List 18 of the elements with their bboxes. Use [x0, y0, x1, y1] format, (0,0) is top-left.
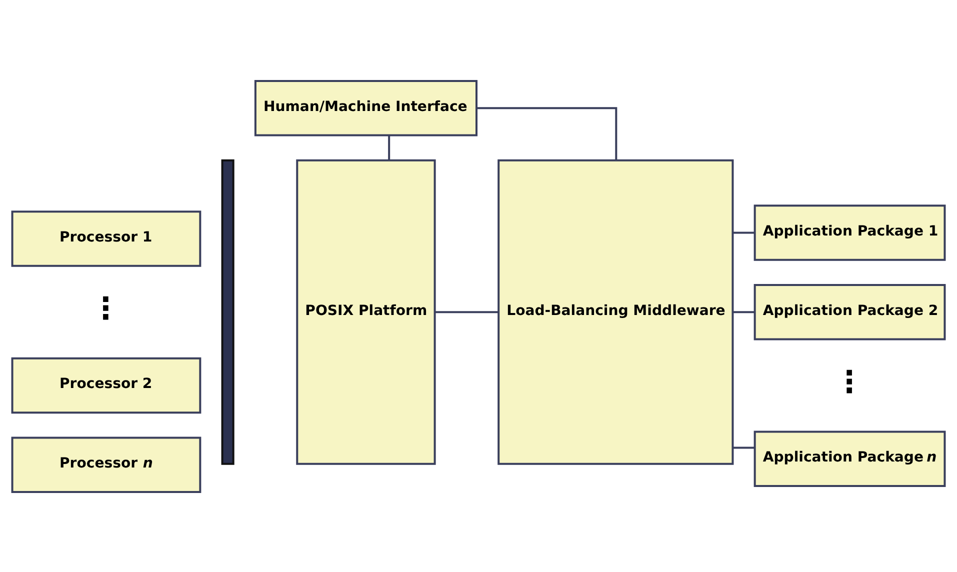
node-box: Processor 2: [11, 356, 202, 414]
connector: [388, 135, 390, 160]
connector: [434, 310, 499, 313]
node-box: Human/Machine Interface: [254, 80, 478, 136]
connector: [732, 446, 755, 448]
node-box: POSIX Platform: [296, 158, 436, 464]
node-box: Processor 1: [11, 210, 202, 266]
node-box: Load-Balancing Middleware: [498, 158, 734, 464]
label: ⋮: [90, 291, 121, 326]
node-box: Application Package n: [754, 430, 946, 486]
label: ⋮: [834, 364, 864, 400]
connector: [476, 106, 618, 160]
connector: [732, 310, 755, 313]
node-box: Processor n: [11, 436, 202, 492]
connector: [732, 231, 755, 234]
node-bar: [221, 158, 234, 464]
node-box: Application Package 2: [754, 284, 946, 340]
node-box: Application Package 1: [754, 204, 946, 260]
